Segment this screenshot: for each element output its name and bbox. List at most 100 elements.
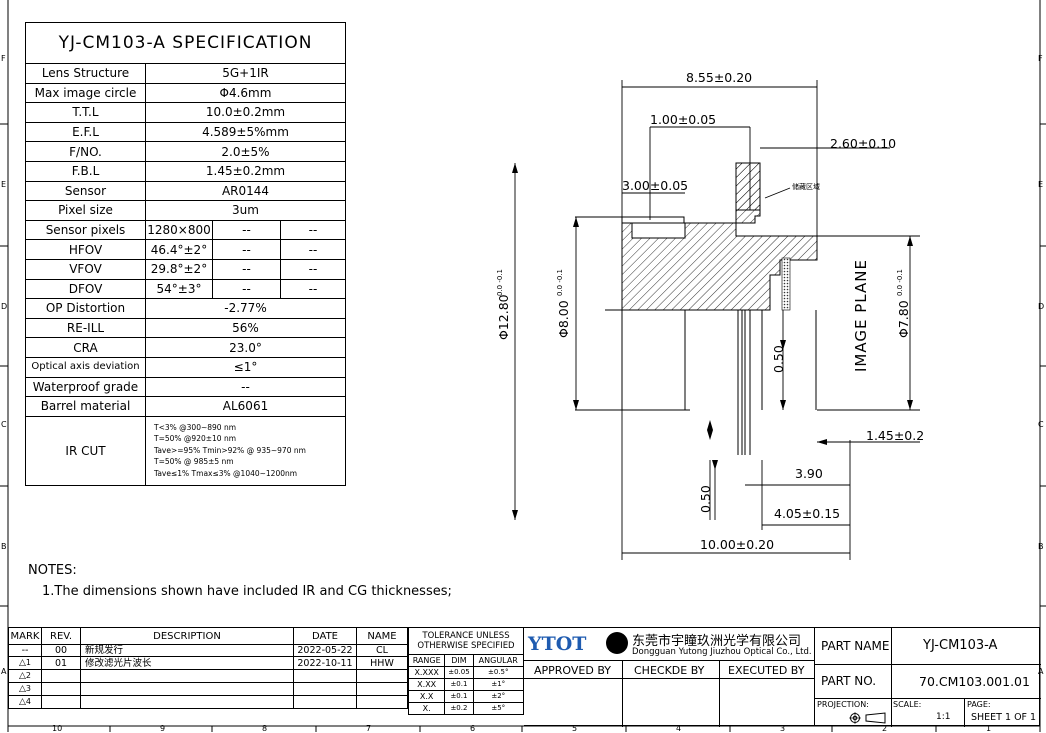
zone-left-b: B	[1, 542, 7, 551]
page-label: PAGE:	[967, 700, 991, 709]
spec-value: 54°±3°	[145, 278, 213, 300]
spec-label: Pixel size	[25, 200, 146, 221]
spec-row: Optical axis deviation≤1°	[25, 356, 346, 378]
ircut-values: T<3% @300~890 nm T=50% @920±10 nm Tave>=…	[145, 415, 346, 486]
spec-label: F.B.L	[25, 160, 146, 182]
part-no-label: PART NO.	[821, 674, 877, 688]
approved-by-label: APPROVED BY	[534, 664, 612, 677]
spec-row: OP Distortion-2.77%	[25, 298, 346, 319]
spec-row: F/NO.2.0±5%	[25, 141, 346, 162]
company-col-divider	[622, 660, 623, 727]
rev-header-date: DATE	[293, 627, 357, 645]
title-block: PART NAME YJ-CM103-A PART NO. 70.CM103.0…	[814, 627, 1041, 727]
glue-leader	[764, 187, 791, 199]
zone-col-5: 5	[572, 724, 578, 733]
glue-area-note: 储藏区域	[792, 183, 820, 191]
dim-2-60: 2.60±0.10	[830, 136, 897, 151]
spec-label: Sensor pixels	[25, 219, 146, 241]
zone-col-7: 7	[366, 724, 372, 733]
company-name-en: Dongguan Yutong Jiuzhou Optical Co., Ltd…	[632, 647, 812, 657]
spec-label: Max image circle	[25, 82, 146, 104]
dim-fbl-1-45: 1.45±0.2	[866, 428, 925, 443]
spec-value: --	[280, 219, 346, 241]
spec-value: 56%	[145, 317, 346, 339]
rev-header-name: NAME	[356, 627, 408, 645]
spec-label: CRA	[25, 337, 146, 358]
dim-0-50-top: 0.50	[771, 345, 786, 373]
spec-value: AR0144	[145, 180, 346, 202]
spec-title: YJ-CM103-A SPECIFICATION	[25, 22, 346, 64]
dim-dia-12-80-tol: 0.0 -0.1	[496, 268, 504, 296]
dim-total-10-00: 10.00±0.20	[700, 537, 775, 552]
projection-symbol-icon	[849, 712, 886, 724]
scale-value: 1:1	[936, 712, 951, 722]
ircut-line: T=50% @920±10 nm	[154, 434, 237, 444]
tolerance-title-line2: OTHERWISE SPECIFIED	[417, 641, 515, 651]
ircut-line: Tave≤1% Tmax≤3% @1040~1200nm	[154, 468, 298, 478]
spec-value: 10.0±0.2mm	[145, 102, 346, 123]
tol-dim: ±0.1	[444, 690, 474, 703]
tol-range: X.XXX	[407, 666, 446, 679]
dim-3-90: 3.90	[795, 466, 823, 481]
dim-3-00: 3.00±0.05	[622, 178, 689, 193]
rev-mark-triangle: △2	[8, 669, 42, 683]
rev-mark: 2	[25, 671, 31, 680]
tol-header: DIM	[444, 654, 474, 667]
spec-value: --	[212, 239, 281, 260]
lens-inner-lines	[575, 216, 920, 455]
spec-label: T.T.L	[25, 102, 146, 123]
part-name-label: PART NAME	[821, 639, 890, 653]
zone-col-1: 1	[986, 724, 992, 733]
spec-value: AL6061	[145, 396, 346, 417]
spec-label: Sensor	[25, 180, 146, 202]
spec-label: Waterproof grade	[25, 376, 146, 398]
tol-header: ANGULAR	[472, 654, 525, 667]
tolerance-title-line1: TOLERANCE UNLESS	[422, 631, 510, 641]
zone-left-c: C	[1, 420, 7, 429]
rev-mark: 4	[25, 697, 31, 706]
spec-value: 29.8°±2°	[145, 258, 213, 280]
spec-value: 4.589±5%mm	[145, 121, 346, 143]
note-item-1: 1.The dimensions shown have included IR …	[42, 584, 452, 599]
zone-left-d: D	[1, 302, 8, 311]
rev-name: CL	[356, 644, 408, 657]
spec-value: 1.45±0.2mm	[145, 160, 346, 182]
spec-value: 46.4°±2°	[145, 239, 213, 260]
rev-mark-triangle: △4	[8, 695, 42, 709]
rev-name: HHW	[356, 656, 408, 670]
zone-right-a: A	[1038, 667, 1044, 676]
image-plane-label: IMAGE PLANE	[852, 259, 870, 372]
spec-label: Optical axis deviation	[25, 356, 146, 378]
notes-title: NOTES:	[28, 563, 77, 578]
rev-desc: 新规发行	[80, 644, 294, 657]
spec-value: --	[212, 278, 281, 300]
tb-col-divider	[891, 628, 892, 699]
spec-value: 5G+1IR	[145, 63, 346, 84]
zone-col-8: 8	[262, 724, 268, 733]
tb-col-divider	[891, 698, 892, 727]
spec-value: Φ4.6mm	[145, 82, 346, 104]
dimension-arrows	[512, 163, 913, 520]
rev-header-rev: REV.	[41, 627, 81, 645]
tb-row-divider	[815, 698, 1041, 699]
dim-0-50-bottom: 0.50	[698, 485, 713, 513]
spec-value: ≤1°	[145, 356, 346, 378]
rev-rev: 01	[41, 656, 81, 670]
company-logo: YTOT	[528, 633, 587, 655]
tolerance-row: X.XXX±0.05±0.5°	[407, 666, 525, 679]
checked-by-label: CHECKDE BY	[634, 664, 705, 677]
spec-label: F/NO.	[25, 141, 146, 162]
ircut-line: T<3% @300~890 nm	[154, 422, 237, 432]
